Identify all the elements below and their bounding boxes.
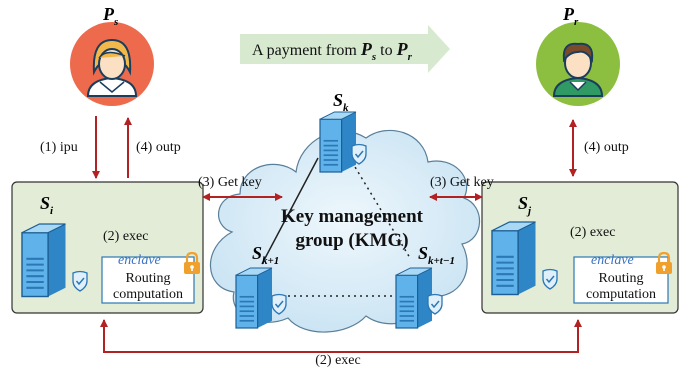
payment-banner-text: A payment from Ps to Pr: [252, 39, 413, 63]
exec-connector: [100, 319, 582, 353]
kmg-node-top-label: Sk: [333, 90, 349, 114]
kmg-title-line1: Key management: [281, 206, 424, 227]
sender-avatar: [70, 22, 154, 106]
left-routing-line1: Routing: [125, 271, 170, 286]
sender-label: Ps: [102, 4, 118, 28]
left-server-label: Si: [40, 193, 54, 217]
payment-banner: A payment from Ps to Pr: [240, 25, 450, 73]
server-icon: [395, 267, 433, 329]
bottom-exec-label: (2) exec: [315, 353, 360, 368]
receiver-avatar: [536, 22, 620, 106]
left-exec-label: (2) exec: [103, 229, 148, 244]
kmg-edge-top-right: [351, 161, 411, 259]
server-icon: [490, 220, 537, 296]
kmg-edge-top-left: [261, 157, 319, 265]
server-icon: [235, 267, 273, 329]
right-routing-line1: Routing: [598, 271, 643, 286]
receiver-label: Pr: [562, 4, 579, 28]
right-server-label: Sj: [518, 193, 532, 217]
output-label-right: (4) outp: [584, 140, 629, 155]
person-icon: [552, 42, 604, 97]
left-enclave-box: [101, 256, 195, 304]
get-key-label-left: (3) Get key: [198, 175, 262, 190]
get-key-label-right: (3) Get key: [430, 175, 494, 190]
right-routing-line2: computation: [586, 287, 656, 302]
right-exec-label: (2) exec: [570, 225, 615, 240]
left-routing-line2: computation: [113, 287, 183, 302]
left-enclave-label: enclave: [118, 253, 161, 268]
input-label: (1) ipu: [40, 140, 78, 155]
kmg-title-line2: group (KMG): [295, 230, 408, 251]
server-icon: [319, 111, 357, 173]
server-icon: [20, 222, 67, 298]
kmg-node-left-label: Sk+1: [252, 243, 279, 267]
kmg-node-right-label: Sk+t−1: [418, 243, 455, 267]
output-label-left: (4) outp: [136, 140, 181, 155]
right-enclave-label: enclave: [591, 253, 634, 268]
person-icon: [86, 38, 138, 97]
right-enclave-box: [573, 256, 669, 304]
